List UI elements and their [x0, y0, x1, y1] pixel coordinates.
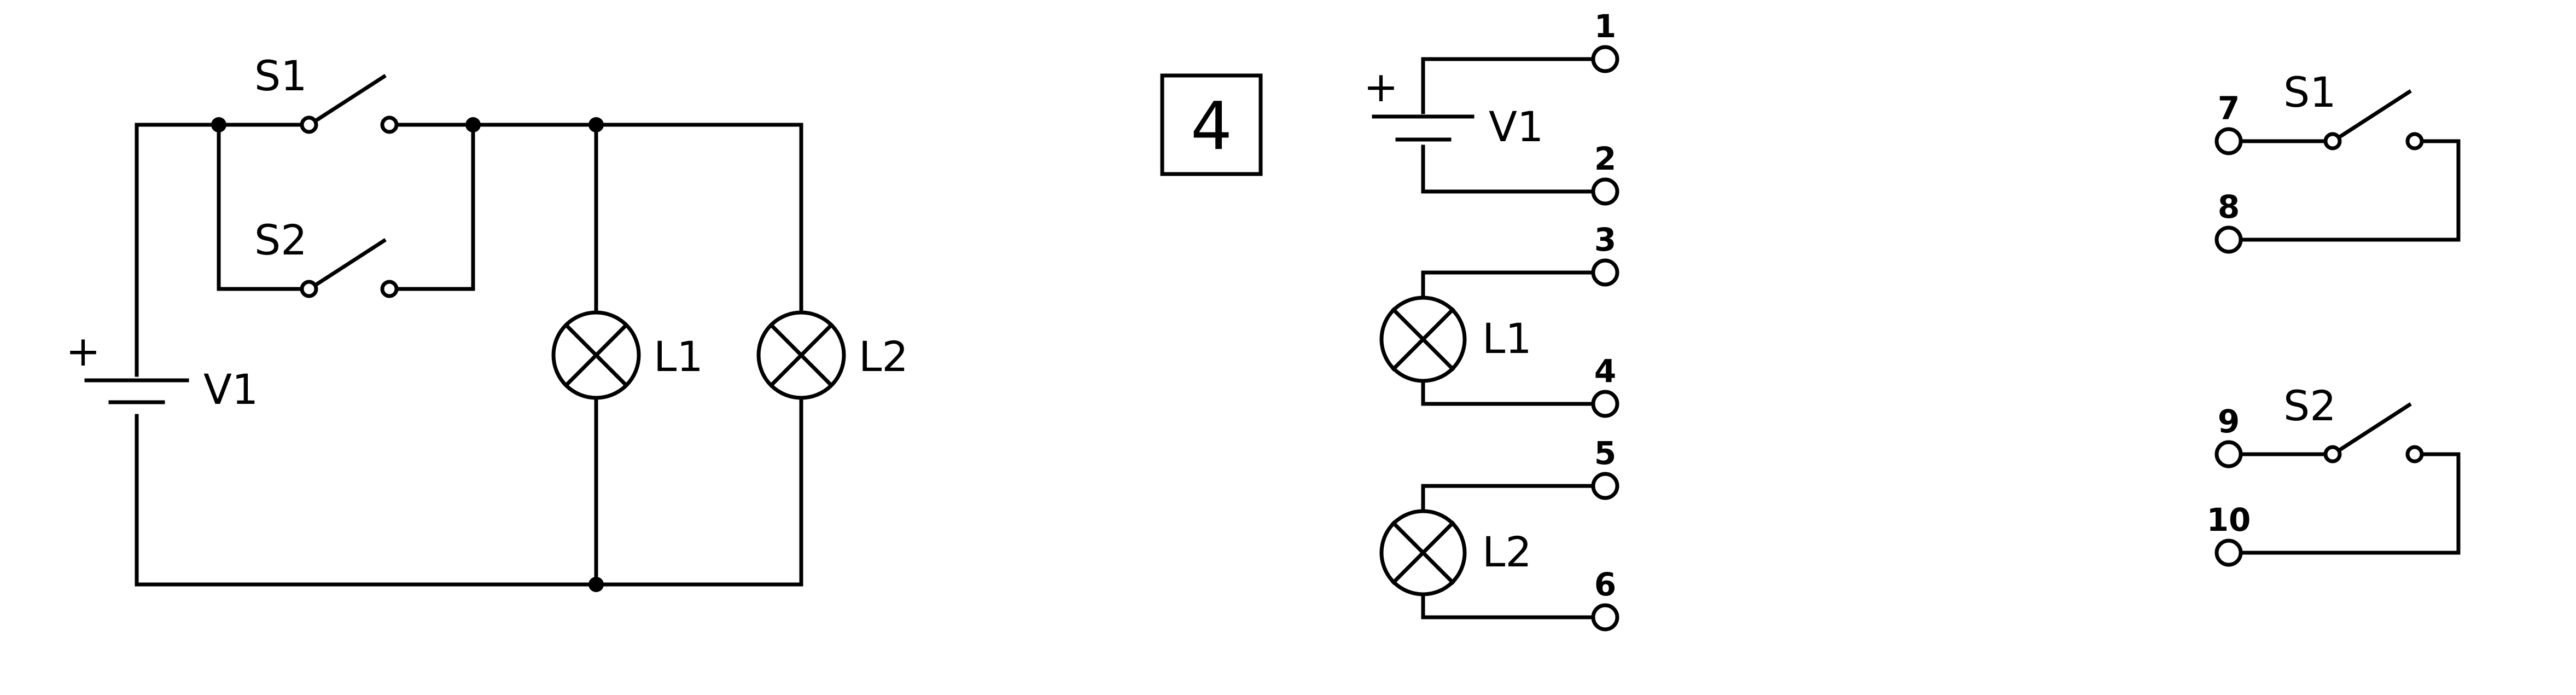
- junction-dot: [465, 117, 481, 132]
- terminal-number: 6: [1594, 566, 1616, 603]
- component-wire: [1421, 378, 1598, 406]
- terminal-number: 3: [1594, 221, 1616, 258]
- component-wire: [1421, 57, 1598, 114]
- polarity-plus: +: [66, 327, 101, 375]
- terminal-number: 8: [2218, 188, 2240, 225]
- label-s2: S2: [254, 216, 307, 264]
- lamp-l2: [756, 310, 846, 400]
- terminal-number: 10: [2207, 501, 2251, 538]
- lamp-l1-module: [1379, 296, 1467, 383]
- component-wire: [2235, 452, 2461, 555]
- label-l1: L1: [654, 332, 703, 381]
- panel-number-box: 4: [1160, 73, 1263, 176]
- lamp-l1: [551, 310, 641, 400]
- polarity-plus: +: [1363, 62, 1398, 111]
- label-s1: S1: [2283, 68, 2336, 117]
- label-s1: S1: [254, 51, 307, 100]
- battery-v1-module: [1372, 114, 1475, 142]
- junction-dot: [211, 117, 226, 132]
- terminal-5: [1591, 472, 1619, 500]
- switch-terminals: S1 S2 7 8 9 10: [2207, 68, 2461, 567]
- label-s2: S2: [2283, 381, 2336, 430]
- terminal-2: [1591, 177, 1619, 206]
- circuit-wire: [217, 123, 311, 291]
- battery-v1: [84, 378, 189, 404]
- label-l1: L1: [1482, 314, 1532, 363]
- panel-number: 4: [1191, 89, 1232, 165]
- terminal-7: [2214, 127, 2243, 155]
- terminal-9: [2214, 440, 2243, 468]
- terminal-number: 7: [2218, 90, 2240, 127]
- terminal-8: [2214, 225, 2243, 254]
- switch-s1: [300, 74, 399, 134]
- terminal-number: 5: [1594, 435, 1616, 472]
- label-v1: V1: [1489, 102, 1543, 151]
- component-wire: [1421, 592, 1598, 619]
- terminal-6: [1591, 603, 1619, 632]
- terminal-number: 2: [1594, 140, 1616, 177]
- terminal-10: [2214, 538, 2243, 567]
- component-wire: [1421, 484, 1598, 514]
- terminal-4: [1591, 390, 1619, 418]
- component-wire: [1421, 270, 1598, 300]
- label-l2: L2: [1482, 528, 1532, 576]
- switch-s1-module: [2323, 89, 2424, 150]
- switch-s2: [300, 238, 399, 298]
- circuit-wire: [387, 123, 475, 291]
- terminal-3: [1591, 258, 1619, 287]
- terminal-number: 1: [1594, 8, 1616, 45]
- circuit-wire: [135, 123, 311, 377]
- component-wire: [2235, 139, 2461, 242]
- label-l2: L2: [859, 332, 908, 381]
- assembled-circuit: + V1 S1 S2 L1 L2: [66, 51, 908, 592]
- lamp-l2-module: [1379, 509, 1467, 596]
- label-v1: V1: [203, 365, 258, 414]
- junction-dot: [588, 117, 604, 132]
- terminal-1: [1591, 45, 1619, 73]
- junction-dot: [588, 577, 604, 592]
- component-terminals: + V1 L1 L2 1 2 3 4 5 6: [1363, 8, 1619, 632]
- switch-s2-module: [2323, 402, 2424, 464]
- terminal-number: 4: [1594, 352, 1616, 390]
- terminal-number: 9: [2218, 403, 2240, 440]
- component-wire: [1421, 144, 1598, 194]
